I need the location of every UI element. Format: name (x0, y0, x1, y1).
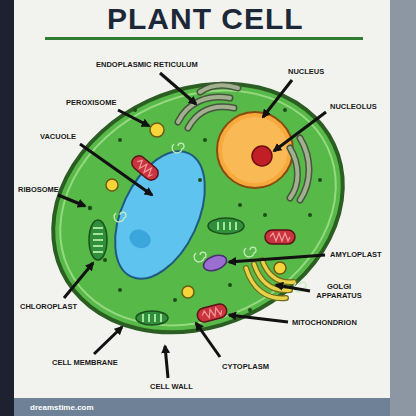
vacuole-shape (97, 137, 223, 292)
cell-membrane-shape (21, 47, 374, 369)
golgi-shape (246, 260, 294, 298)
watermark-bar (14, 398, 390, 416)
part-label: VACUOLE (40, 132, 76, 141)
part-label: CELL MEMBRANE (52, 358, 118, 367)
part-label: NUCLEOLUS (330, 102, 377, 111)
part-label: MITOCHONDRION (292, 318, 357, 327)
mitochondrion-shape (265, 230, 295, 244)
part-label: ENDOPLASMIC RETICULUM (96, 60, 198, 69)
cytoplasm-swirls (114, 143, 306, 292)
watermark: dreamstime.com (30, 403, 94, 413)
peroxisome-shapes (106, 123, 286, 298)
part-label: AMYLOPLAST (330, 250, 382, 259)
part-label: NUCLEUS (288, 67, 324, 76)
leader-arrows (58, 73, 326, 378)
chloroplast-shape (136, 311, 168, 325)
mitochondrion-shape (196, 302, 229, 323)
chloroplast-shape (89, 220, 107, 260)
part-label: GOLGI APPARATUS (314, 282, 364, 300)
nucleus-shape (217, 112, 293, 188)
part-label: CYTOPLASM (222, 362, 269, 371)
cell-wall-shape (12, 38, 384, 379)
part-label: CELL WALL (150, 382, 193, 391)
part-label: PEROXISOME (66, 98, 116, 107)
mitochondrion-shape (129, 153, 161, 183)
part-label: CHLOROPLAST (20, 302, 77, 311)
title-rule (45, 37, 363, 40)
part-label: RIBOSOME (18, 185, 59, 194)
ribosome-dots (88, 108, 322, 312)
chloroplast-shape (208, 218, 244, 234)
title: PLANT CELL (107, 2, 304, 35)
er-shape (178, 85, 309, 200)
